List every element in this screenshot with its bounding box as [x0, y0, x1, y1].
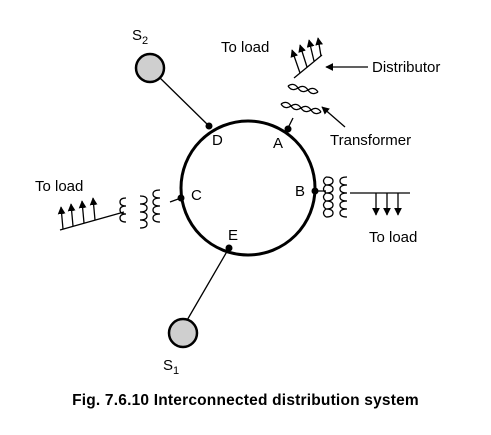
source-s1 [167, 317, 199, 349]
feeder-s2 [157, 75, 210, 127]
source-label-s2: S2 [132, 27, 148, 47]
node-label-e: E [228, 227, 238, 244]
distributor-b [350, 192, 410, 216]
transformer-a [280, 83, 322, 115]
label-to-load-left: To load [35, 178, 83, 195]
node-dot-a [284, 125, 292, 133]
source-label-s1: S1 [163, 357, 179, 377]
node-dot-e [225, 244, 233, 252]
node-dot-b [311, 187, 319, 195]
transformer-c [119, 189, 161, 229]
node-label-a: A [273, 135, 283, 152]
transformer-pointer [321, 106, 346, 128]
node-label-c: C [191, 187, 202, 204]
distributor-c [57, 197, 125, 231]
node-label-b: B [295, 183, 305, 200]
node-dot-c [177, 194, 185, 202]
figure-caption: Fig. 7.6.10 Interconnected distribution … [72, 392, 419, 409]
distributor-a [290, 37, 324, 79]
label-to-load-top: To load [221, 39, 269, 56]
label-distributor: Distributor [372, 59, 440, 76]
feeder-s1 [185, 247, 230, 323]
transformer-b [322, 176, 348, 218]
label-to-load-right: To load [369, 229, 417, 246]
node-dot-d [205, 122, 213, 130]
node-label-d: D [212, 132, 223, 149]
source-s2 [134, 52, 166, 84]
label-transformer: Transformer [330, 132, 411, 149]
